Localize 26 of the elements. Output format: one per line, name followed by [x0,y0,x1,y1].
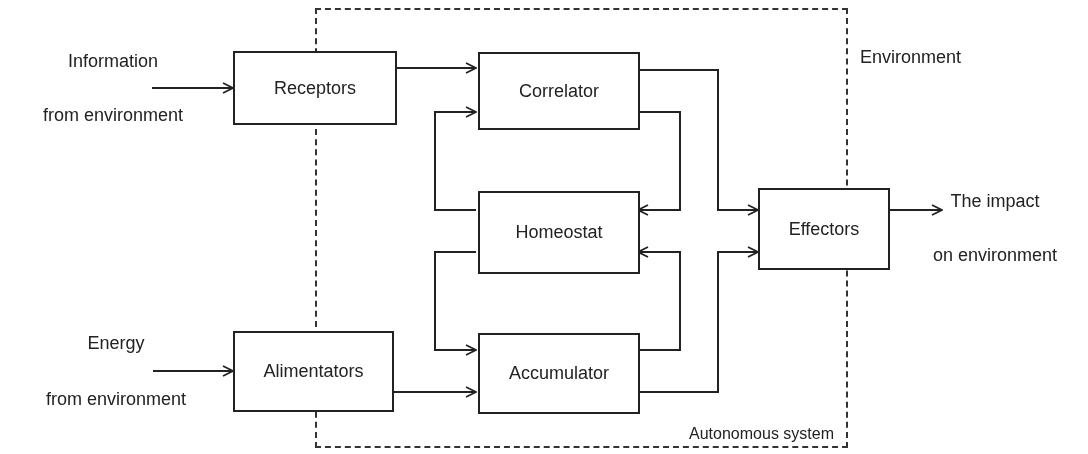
arrow [151,82,234,94]
arrow [152,365,234,377]
flow-label: on environment [932,244,1058,266]
arrow [396,62,477,74]
region-label: Environment [860,46,962,69]
flow-label: from environment [42,104,184,126]
process-box [478,333,640,414]
flow-label: from environment [45,388,187,410]
box-label: Correlator [519,79,599,103]
flow-label: Energy [87,332,145,354]
box-label: Receptors [273,76,356,100]
process-box [478,191,640,274]
process-box [233,331,394,412]
arrow [889,204,943,216]
flow-label: Information [67,50,158,72]
arrow [434,106,477,211]
flow-label: The impact [950,190,1040,212]
arrow [393,386,477,398]
arrow [434,251,477,356]
box-label: Effectors [788,217,860,241]
process-box [478,52,640,130]
box-label: Homeostat [515,221,603,244]
box-label: Accumulator [508,362,609,385]
process-box [758,188,890,270]
box-label: Alimentators [263,360,364,383]
process-box [233,51,397,125]
